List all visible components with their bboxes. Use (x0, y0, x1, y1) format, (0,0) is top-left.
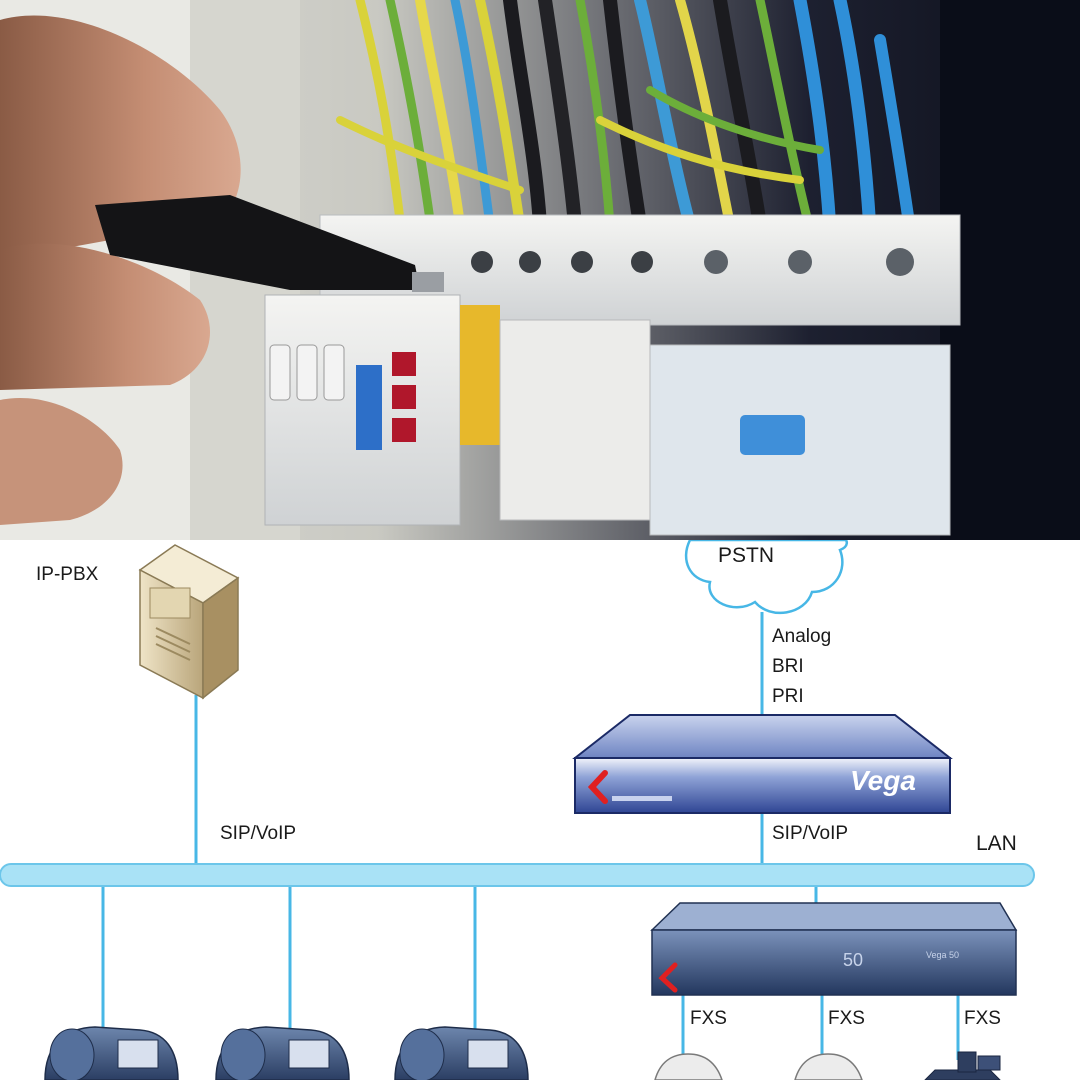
hand-with-probe (0, 15, 444, 525)
sip-voip-right-label: SIP/VoIP (772, 823, 848, 844)
analog-phone-icon (654, 1053, 723, 1080)
ip-phone-icon (44, 1026, 179, 1080)
analog-phone-icon (794, 1053, 863, 1080)
voip-gateway-network-diagram: LAN IP-PBX SIP/VoIP PSTN Analog BRI PRI … (0, 540, 1035, 1080)
fax-icon (924, 1051, 1001, 1080)
lan-bus (0, 863, 1035, 887)
breaker-modules (264, 294, 951, 536)
vega-gateway-icon: Vega (572, 714, 953, 814)
fxs-label-2: FXS (828, 1008, 865, 1029)
vega-brand-text: Vega (850, 765, 916, 796)
lan-label: LAN (976, 832, 1017, 855)
connection-lines (101, 612, 960, 1070)
ip-phone-icon (215, 1026, 350, 1080)
vega50-small-text: Vega 50 (926, 950, 959, 960)
sip-voip-left-label: SIP/VoIP (220, 823, 296, 844)
fxs-label-3: FXS (964, 1008, 1001, 1029)
ip-pbx-server-icon (138, 544, 240, 700)
ip-phone-icon (394, 1026, 529, 1080)
ippbx-label: IP-PBX (36, 564, 99, 585)
vega50-model-text: 50 (843, 950, 863, 970)
trunk-type-bri: BRI (772, 656, 804, 677)
trunk-type-pri: PRI (772, 686, 804, 707)
fxs-label-1: FXS (690, 1008, 727, 1029)
pstn-cloud-icon (684, 540, 848, 615)
vega50-gateway-icon: 50 Vega 50 (650, 902, 1018, 996)
electrical-panel-photo (0, 0, 1080, 540)
pstn-label: PSTN (718, 544, 774, 567)
trunk-type-analog: Analog (772, 626, 831, 647)
wire-bundle (336, 0, 916, 237)
